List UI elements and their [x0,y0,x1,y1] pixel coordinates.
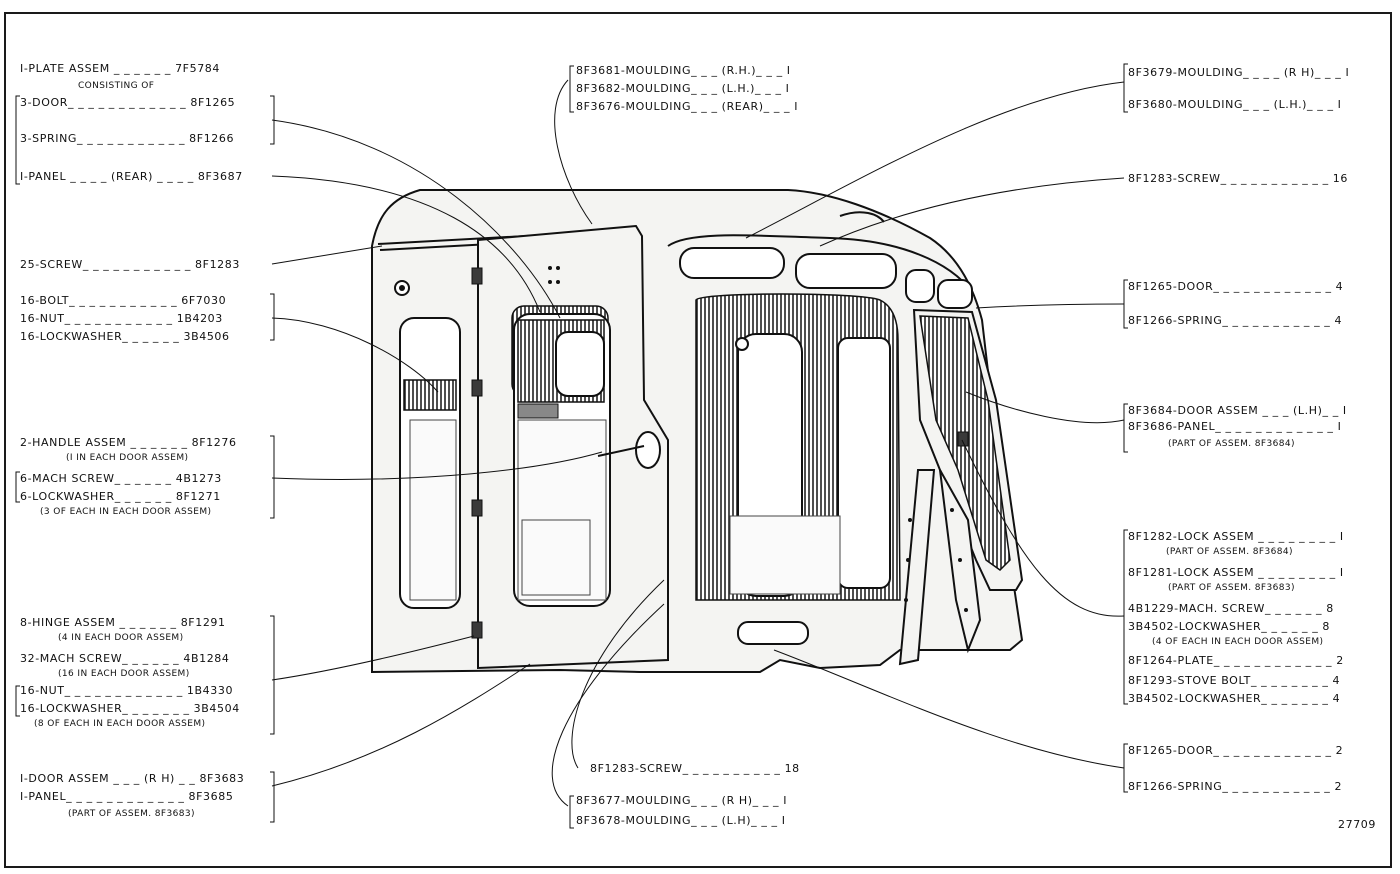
label-hinge-note: (4 IN EACH DOOR ASSEM) [58,633,184,643]
label-lockwasher-16a: 16-LOCKWASHER_ _ _ _ _ _ 3B4506 [20,330,230,343]
roof-light [937,279,973,309]
label-nut-16a: 16-NUT_ _ _ _ _ _ _ _ _ _ _ 1B4203 [20,312,223,325]
label-lock-assem-8f1281: 8F1281-LOCK ASSEM _ _ _ _ _ _ _ _ I [1128,566,1344,579]
label-door-assem-rh: I-DOOR ASSEM _ _ _ (R H) _ _ 8F3683 [20,772,244,785]
label-door-3: 3-DOOR_ _ _ _ _ _ _ _ _ _ _ _ 8F1265 [20,96,235,109]
leader-lines [271,79,1125,807]
label-moulding-3678: 8F3678-MOULDING_ _ _ (L.H)_ _ _ I [576,814,786,827]
label-plate-assem: I-PLATE ASSEM _ _ _ _ _ _ 7F5784 [20,62,220,75]
hinge [471,621,483,639]
label-panel-8f3686-note: (PART OF ASSEM. 8F3684) [1168,439,1295,449]
label-lockwasher-3b4502-b: 3B4502-LOCKWASHER_ _ _ _ _ _ _ 4 [1128,692,1340,705]
label-handle-note: (I IN EACH DOOR ASSEM) [66,453,188,463]
label-moulding-3676: 8F3676-MOULDING_ _ _ (REAR)_ _ _ I [576,100,798,113]
label-consisting-of: CONSISTING OF [78,81,154,91]
label-spring-3: 3-SPRING_ _ _ _ _ _ _ _ _ _ _ 8F1266 [20,132,234,145]
label-moulding-3681: 8F3681-MOULDING_ _ _ (R.H.)_ _ _ I [576,64,791,77]
hinge [471,267,483,285]
label-moulding-3677: 8F3677-MOULDING_ _ _ (R H)_ _ _ I [576,794,787,807]
label-hinge-assem: 8-HINGE ASSEM _ _ _ _ _ _ 8F1291 [20,616,226,629]
label-panel-rear: I-PANEL _ _ _ _ (REAR) _ _ _ _ 8F3687 [20,170,243,183]
lower-vent [737,621,809,645]
label-mach-screw-4b1229: 4B1229-MACH. SCREW_ _ _ _ _ _ 8 [1128,602,1334,615]
label-moulding-3682: 8F3682-MOULDING_ _ _ (L.H.)_ _ _ I [576,82,790,95]
label-moulding-3679: 8F3679-MOULDING_ _ _ _ (R H)_ _ _ I [1128,66,1349,79]
label-panel-8f3686: 8F3686-PANEL_ _ _ _ _ _ _ _ _ _ _ _ I [1128,420,1341,433]
label-screw-25: 25-SCREW_ _ _ _ _ _ _ _ _ _ _ 8F1283 [20,258,240,271]
label-lock-8f1282-note: (PART OF ASSEM. 8F3684) [1166,547,1293,557]
label-nut-16b: 16-NUT_ _ _ _ _ _ _ _ _ _ _ _ 1B4330 [20,684,233,697]
body-rear-illustration [371,189,1024,674]
label-panel-8f3685: I-PANEL_ _ _ _ _ _ _ _ _ _ _ _ 8F3685 [20,790,233,803]
door-handle [635,431,661,469]
label-each-8-note: (8 OF EACH IN EACH DOOR ASSEM) [34,719,205,729]
figure-number: 27709 [1338,818,1376,831]
label-spring-2: 8F1266-SPRING_ _ _ _ _ _ _ _ _ _ _ 2 [1128,780,1342,793]
label-moulding-3680: 8F3680-MOULDING_ _ _ (L.H.)_ _ _ I [1128,98,1342,111]
brackets [15,63,1128,829]
label-spring-4: 8F1266-SPRING_ _ _ _ _ _ _ _ _ _ _ 4 [1128,314,1342,327]
label-lock-8f1281-note: (PART OF ASSEM. 8F3683) [1168,583,1295,593]
drawing-border [4,12,1392,868]
label-door-assem-lh: 8F3684-DOOR ASSEM _ _ _ (L.H)_ _ I [1128,404,1347,417]
hinge [471,379,483,397]
roof-light [795,253,897,289]
label-lockwasher-16b: 16-LOCKWASHER_ _ _ _ _ _ _ 3B4504 [20,702,240,715]
label-lock-assem-8f1282: 8F1282-LOCK ASSEM _ _ _ _ _ _ _ _ I [1128,530,1344,543]
label-screw-16: 8F1283-SCREW_ _ _ _ _ _ _ _ _ _ _ 16 [1128,172,1348,185]
label-handle-assem: 2-HANDLE ASSEM _ _ _ _ _ _ 8F1276 [20,436,237,449]
label-door-2: 8F1265-DOOR_ _ _ _ _ _ _ _ _ _ _ _ 2 [1128,744,1343,757]
label-mach-screw-32-note: (16 IN EACH DOOR ASSEM) [58,669,190,679]
label-mach-screw-6: 6-MACH SCREW_ _ _ _ _ _ 4B1273 [20,472,222,485]
label-each-4-note: (4 OF EACH IN EACH DOOR ASSEM) [1152,637,1323,647]
label-lockwasher-6: 6-LOCKWASHER_ _ _ _ _ _ 8F1271 [20,490,221,503]
roof-light [679,247,785,279]
label-screw-18: 8F1283-SCREW_ _ _ _ _ _ _ _ _ _ 18 [590,762,800,775]
label-mach-screw-32: 32-MACH SCREW_ _ _ _ _ _ 4B1284 [20,652,230,665]
roof-light [905,269,935,303]
label-door-4: 8F1265-DOOR_ _ _ _ _ _ _ _ _ _ _ _ 4 [1128,280,1343,293]
label-stove-bolt: 8F1293-STOVE BOLT_ _ _ _ _ _ _ _ 4 [1128,674,1340,687]
label-each-3-note: (3 OF EACH IN EACH DOOR ASSEM) [40,507,211,517]
label-lockwasher-3b4502: 3B4502-LOCKWASHER_ _ _ _ _ _ 8 [1128,620,1330,633]
hinge [471,499,483,517]
label-plate-8f1264: 8F1264-PLATE_ _ _ _ _ _ _ _ _ _ _ _ 2 [1128,654,1344,667]
label-bolt-16: 16-BOLT_ _ _ _ _ _ _ _ _ _ _ 6F7030 [20,294,226,307]
label-panel-8f3685-note: (PART OF ASSEM. 8F3683) [68,809,195,819]
